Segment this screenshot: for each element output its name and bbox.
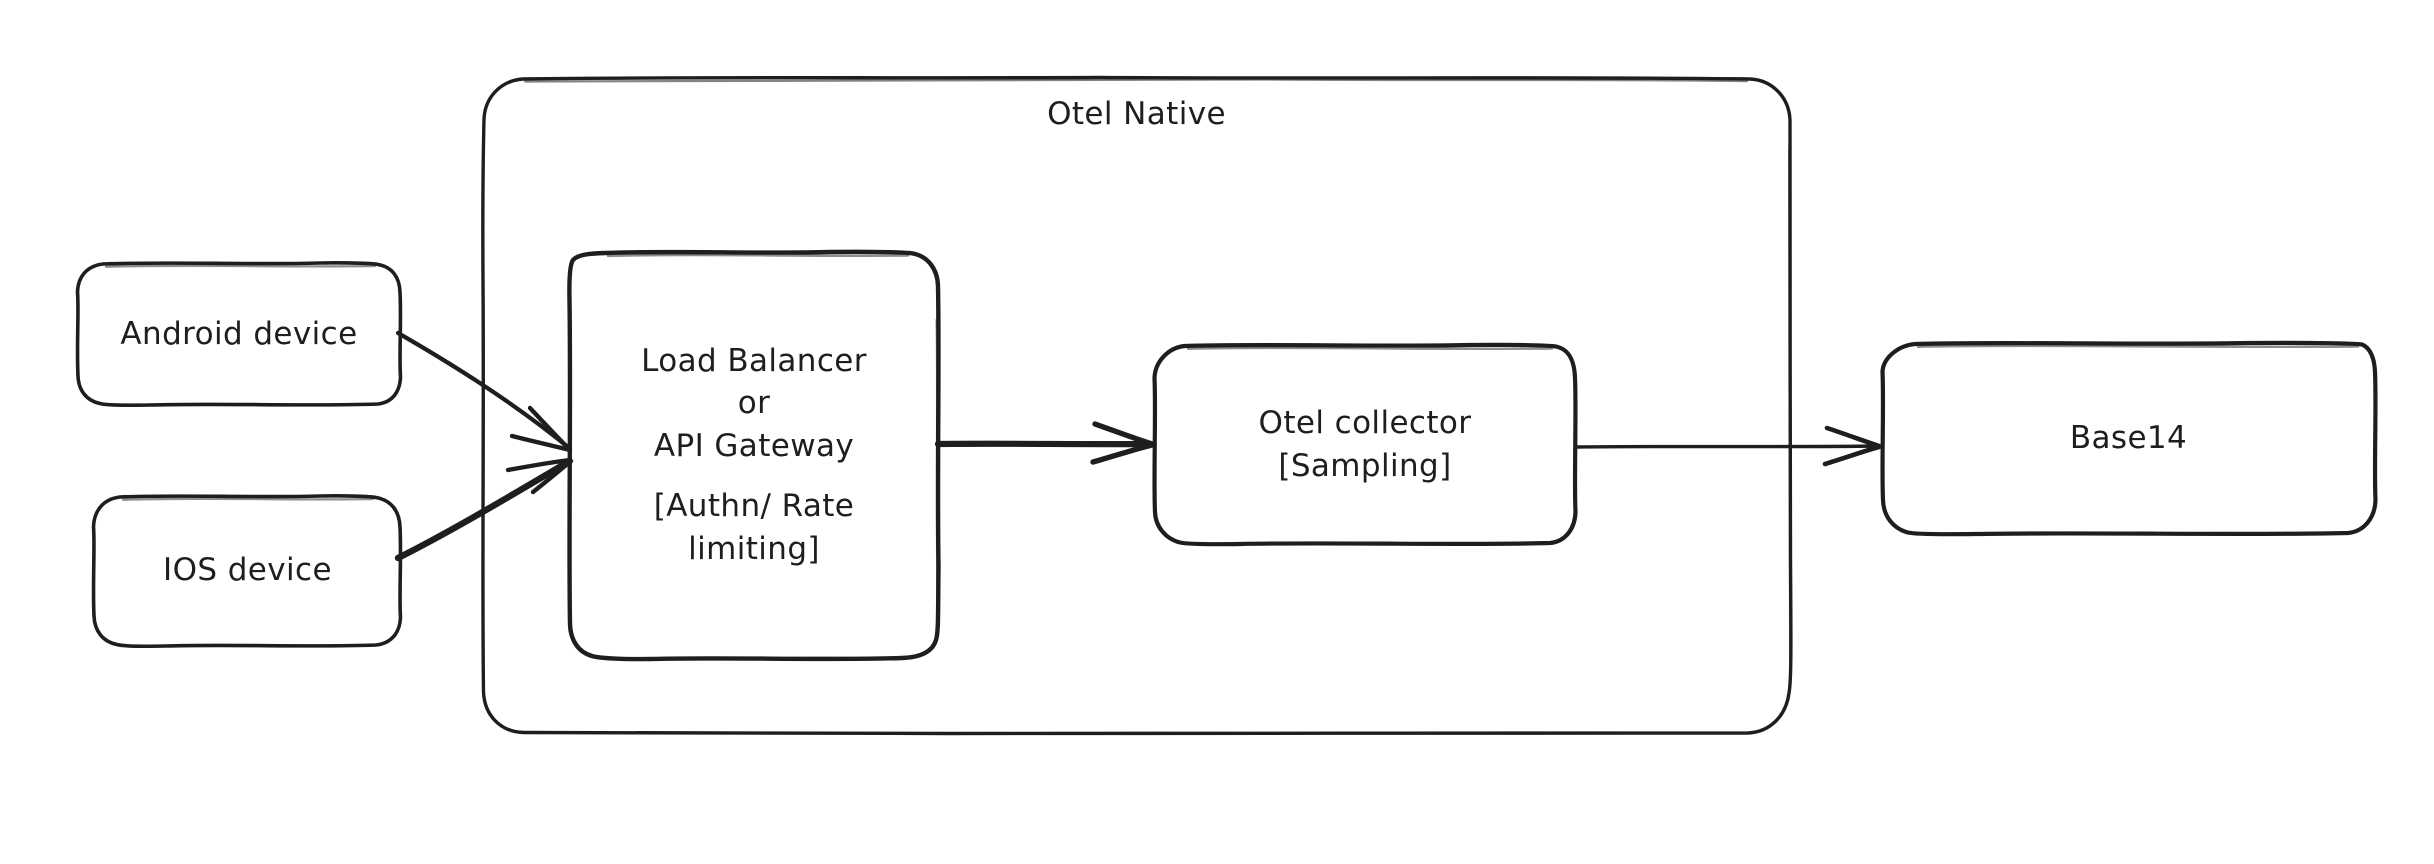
- edge-otel-collector-to-base14[interactable]: [1574, 425, 1882, 467]
- android-device-box[interactable]: [75, 261, 403, 407]
- edge-ios-to-load-balancer[interactable]: [394, 457, 574, 562]
- base14-box[interactable]: [1880, 340, 2378, 537]
- edge-load-balancer-to-otel-collector[interactable]: [934, 421, 1155, 465]
- load-balancer-box[interactable]: [567, 249, 941, 662]
- edge-android-to-load-balancer[interactable]: [395, 330, 573, 453]
- otel-native-container[interactable]: [481, 75, 1793, 736]
- ios-device-box[interactable]: [91, 494, 403, 648]
- otel-collector-box[interactable]: [1152, 342, 1578, 547]
